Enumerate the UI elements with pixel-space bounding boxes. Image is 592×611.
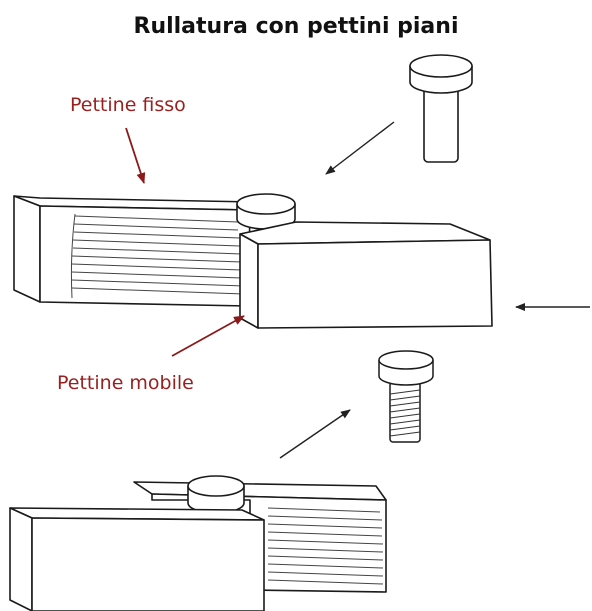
fixed-die-leader xyxy=(125,127,146,184)
fixed-die xyxy=(13,195,256,307)
moving-die-leader xyxy=(171,315,245,357)
label-fixed-die: Pettine fisso xyxy=(70,94,186,116)
label-moving-die: Pettine mobile xyxy=(57,372,194,394)
moving-die xyxy=(239,221,493,329)
blank-between-dies xyxy=(236,193,296,230)
bottom-back-die-threads xyxy=(267,507,384,585)
eject-arrow xyxy=(279,409,351,459)
bottom-front-die xyxy=(9,507,265,611)
screw-blank xyxy=(409,54,473,163)
fixed-die-threads xyxy=(70,213,245,299)
bottom-blank xyxy=(187,475,245,514)
screw-thread-lines xyxy=(389,389,421,437)
diagram-title: Rullatura con pettini piani xyxy=(133,14,459,39)
insert-arrow xyxy=(325,121,395,175)
